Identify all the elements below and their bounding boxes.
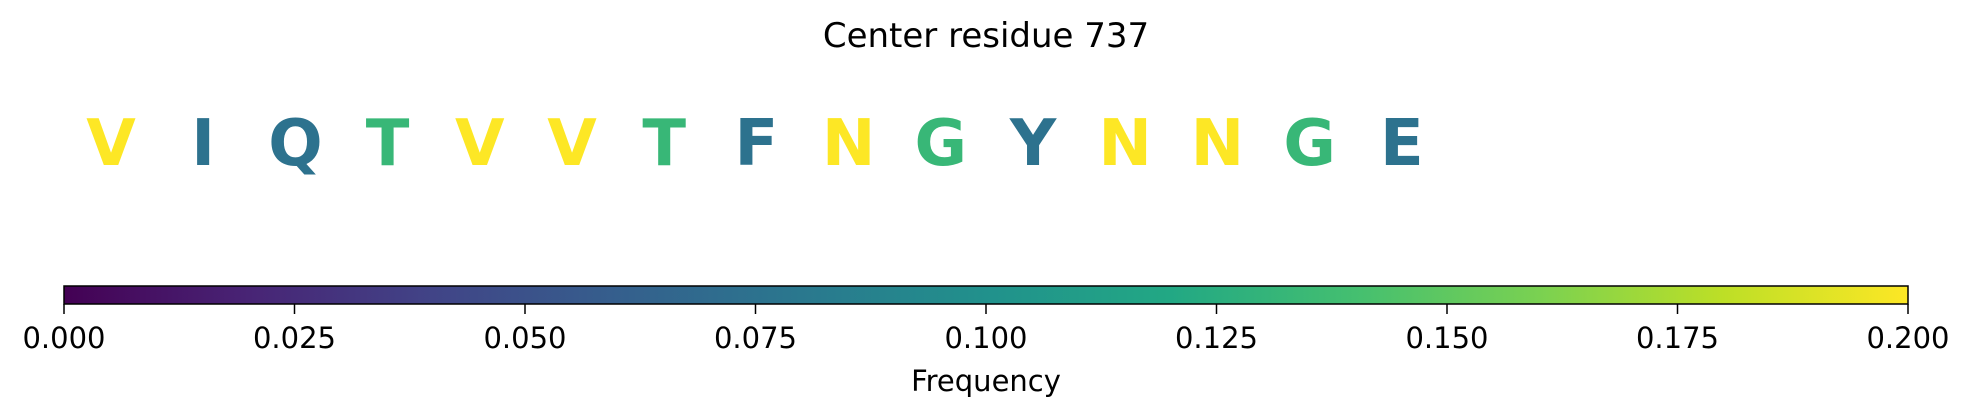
residue-letter: V (455, 107, 505, 181)
residue-letter: G (915, 107, 968, 181)
residue-letter: Y (1009, 107, 1057, 181)
residue-letter: Q (268, 107, 322, 181)
colorbar-tick-label: 0.150 (1405, 321, 1488, 355)
residue-letter: T (642, 107, 686, 181)
colorbar-tick-label: 0.200 (1866, 321, 1949, 355)
residue-letter: T (366, 107, 410, 181)
colorbar-label: Frequency (911, 364, 1061, 398)
colorbar-tick-label: 0.075 (714, 321, 797, 355)
colorbar-tick-label: 0.175 (1636, 321, 1719, 355)
residue-letter: N (1191, 107, 1245, 181)
colorbar-tick-label: 0.125 (1175, 321, 1258, 355)
residue-letter: V (547, 107, 597, 181)
colorbar-tick-label: 0.000 (22, 321, 105, 355)
colorbar-ticks: 0.000 0.025 0.050 0.075 0.100 0.125 0.150 0.175… (22, 304, 1950, 355)
residue-letter: F (735, 107, 779, 181)
residue-letter: N (822, 107, 876, 181)
chart-title: Center residue 737 (823, 16, 1149, 56)
colorbar (63, 285, 1909, 305)
colorbar-tick-label: 0.100 (944, 321, 1027, 355)
residue-letter: N (1098, 107, 1152, 181)
residue-letter: G (1283, 107, 1336, 181)
colorbar-tick-label: 0.025 (253, 321, 336, 355)
residue-letter: I (191, 107, 215, 181)
residue-letter: V (86, 107, 136, 181)
colorbar-tick-label: 0.050 (483, 321, 566, 355)
residue-letter: E (1380, 107, 1424, 181)
